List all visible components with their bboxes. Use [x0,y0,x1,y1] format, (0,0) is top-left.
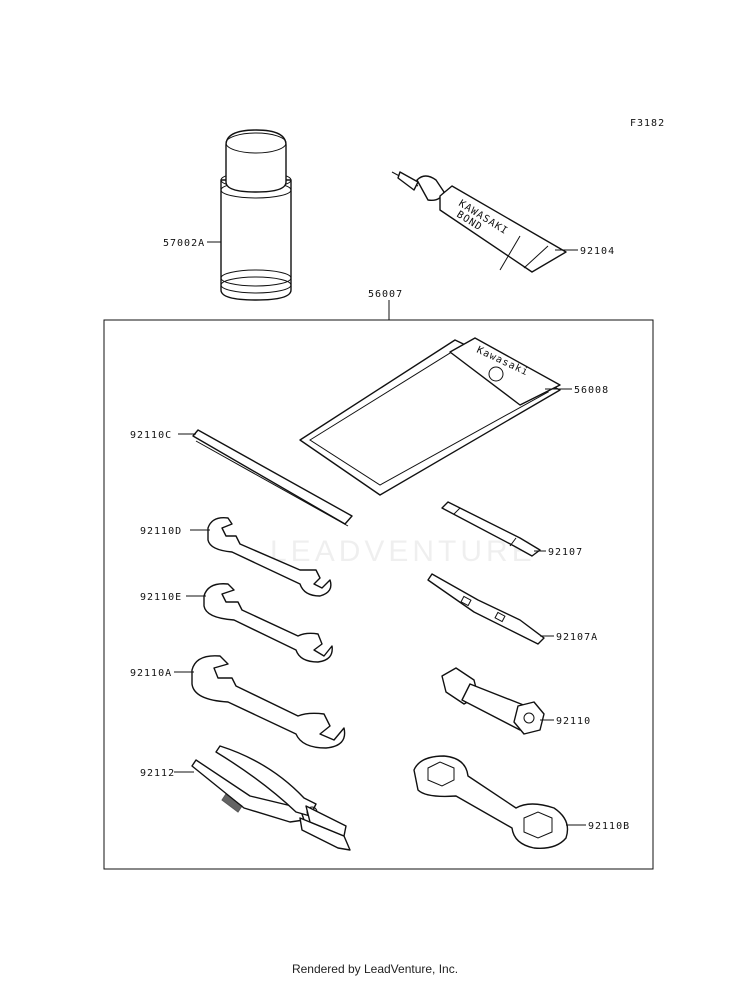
label-rod: 92110C [130,430,172,441]
wrench-e-illustration [203,583,333,663]
label-wrench-e: 92110E [140,592,182,603]
figure-code: F3182 [630,118,665,129]
bond-tube-illustration: KAWASAKI BOND [391,171,567,273]
footer-credit: Rendered by LeadVenture, Inc. [291,962,459,976]
wrench-d-illustration [207,517,332,597]
watermark-text: LEADVENTURE [270,535,536,568]
label-combo-driver: 92107A [556,632,598,643]
tool-kit-frame [103,319,654,870]
label-spray-can: 57002A [163,238,205,249]
rod-illustration [192,429,353,527]
label-wrench-a: 92110A [130,668,172,679]
label-socket: 92110 [556,716,591,727]
socket-illustration [441,667,545,735]
pliers-illustration [191,745,351,851]
wrench-a-illustration [191,655,346,749]
label-tool-bag: 56008 [574,385,609,396]
tool-bag-illustration: Kawasaki [299,337,561,496]
label-pliers: 92112 [140,768,175,779]
combo-driver-illustration [427,573,545,645]
ring-wrench-illustration [413,755,569,849]
spray-can-illustration [220,129,292,301]
phillips-bit-illustration [441,501,541,557]
label-bond-tube: 92104 [580,246,615,257]
label-phillips-bit: 92107 [548,547,583,558]
label-tool-kit: 56007 [368,289,403,300]
label-ring-wrench: 92110B [588,821,630,832]
label-wrench-d: 92110D [140,526,182,537]
